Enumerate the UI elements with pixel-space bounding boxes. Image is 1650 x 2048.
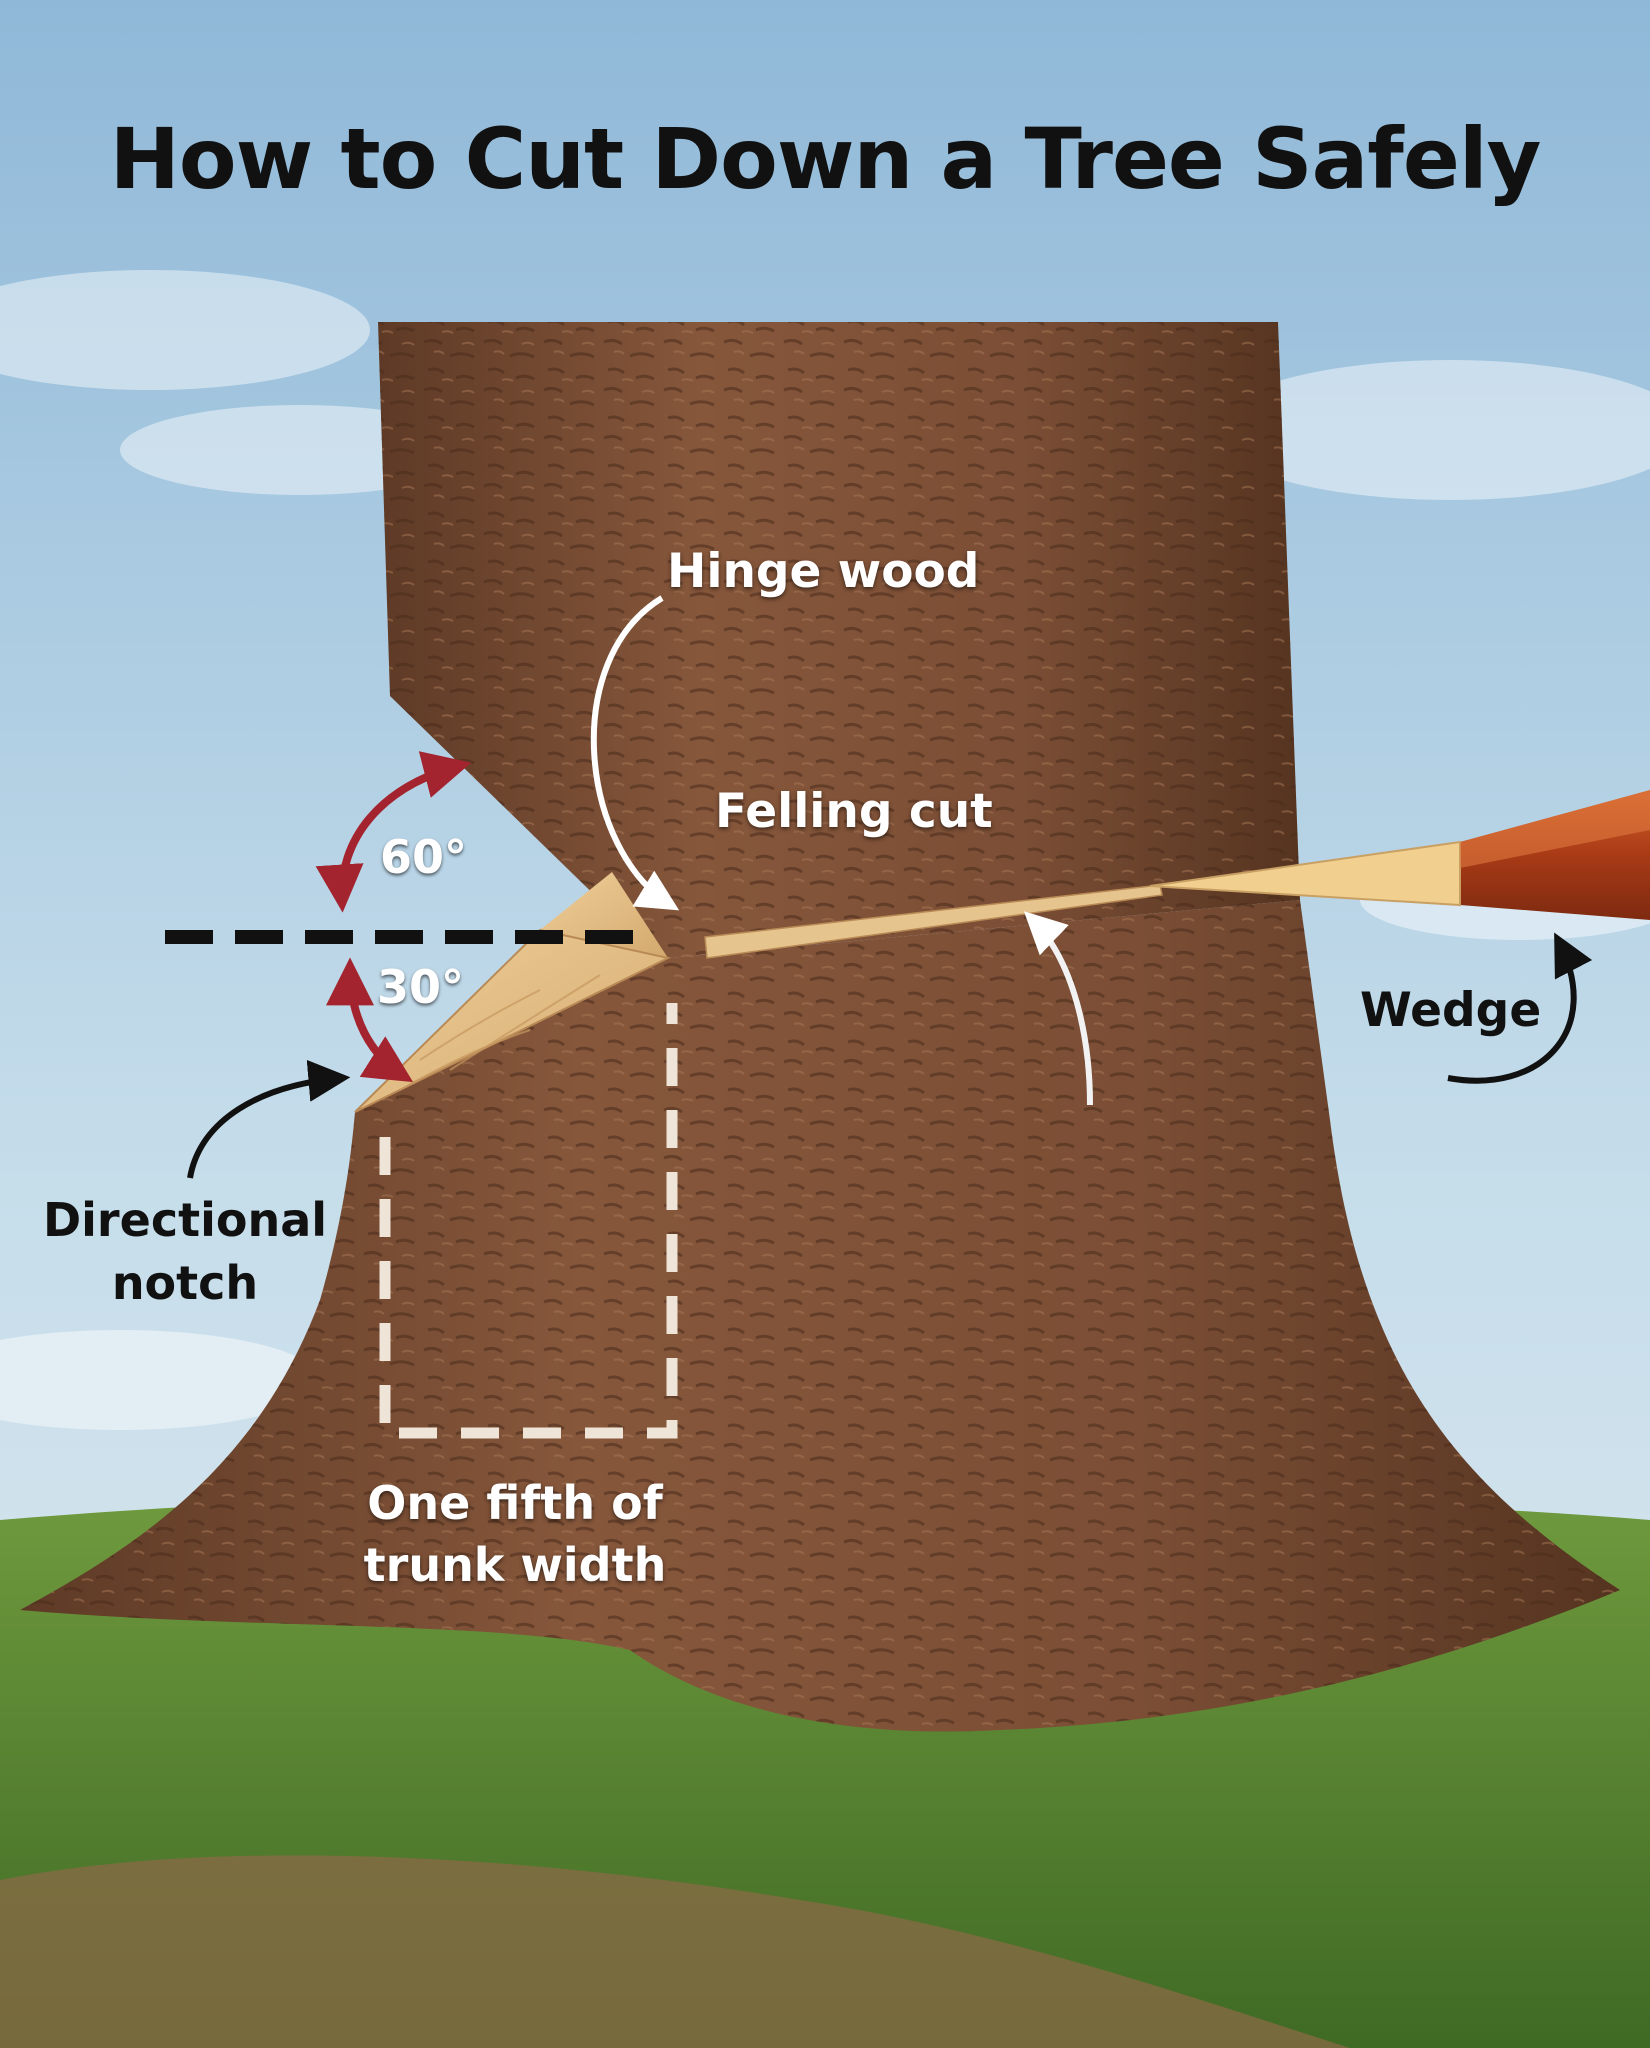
felling-cut-label: Felling cut bbox=[715, 784, 993, 839]
wedge-label: Wedge bbox=[1360, 983, 1542, 1038]
angle-60-label: 60° bbox=[380, 830, 468, 884]
dirt-patch bbox=[0, 1855, 1350, 2048]
directional-notch-label-line2: notch bbox=[111, 1256, 259, 1310]
one-fifth-label-line2: trunk width bbox=[363, 1538, 667, 1592]
directional-notch-arrow bbox=[187, 1059, 351, 1179]
wedge-arrow bbox=[1447, 932, 1593, 1084]
hinge-wood-label: Hinge wood bbox=[667, 544, 980, 599]
angle-60-arrow bbox=[315, 751, 472, 913]
felling-cut-arrow bbox=[1023, 911, 1093, 1106]
wood-grain-lines bbox=[399, 974, 601, 1091]
angle-30-arrow bbox=[326, 957, 414, 1083]
one-fifth-measure-box bbox=[379, 1003, 678, 1439]
hinge-wood-arrow bbox=[590, 595, 680, 911]
angle-30-label: 30° bbox=[377, 960, 465, 1014]
page-title: How to Cut Down a Tree Safely bbox=[109, 110, 1542, 208]
wedge bbox=[1149, 790, 1650, 920]
one-fifth-label-line1: One fifth of bbox=[367, 1476, 663, 1530]
felling-cut-kerf bbox=[704, 884, 1163, 959]
directional-notch-label-line1: Directional bbox=[42, 1193, 328, 1247]
